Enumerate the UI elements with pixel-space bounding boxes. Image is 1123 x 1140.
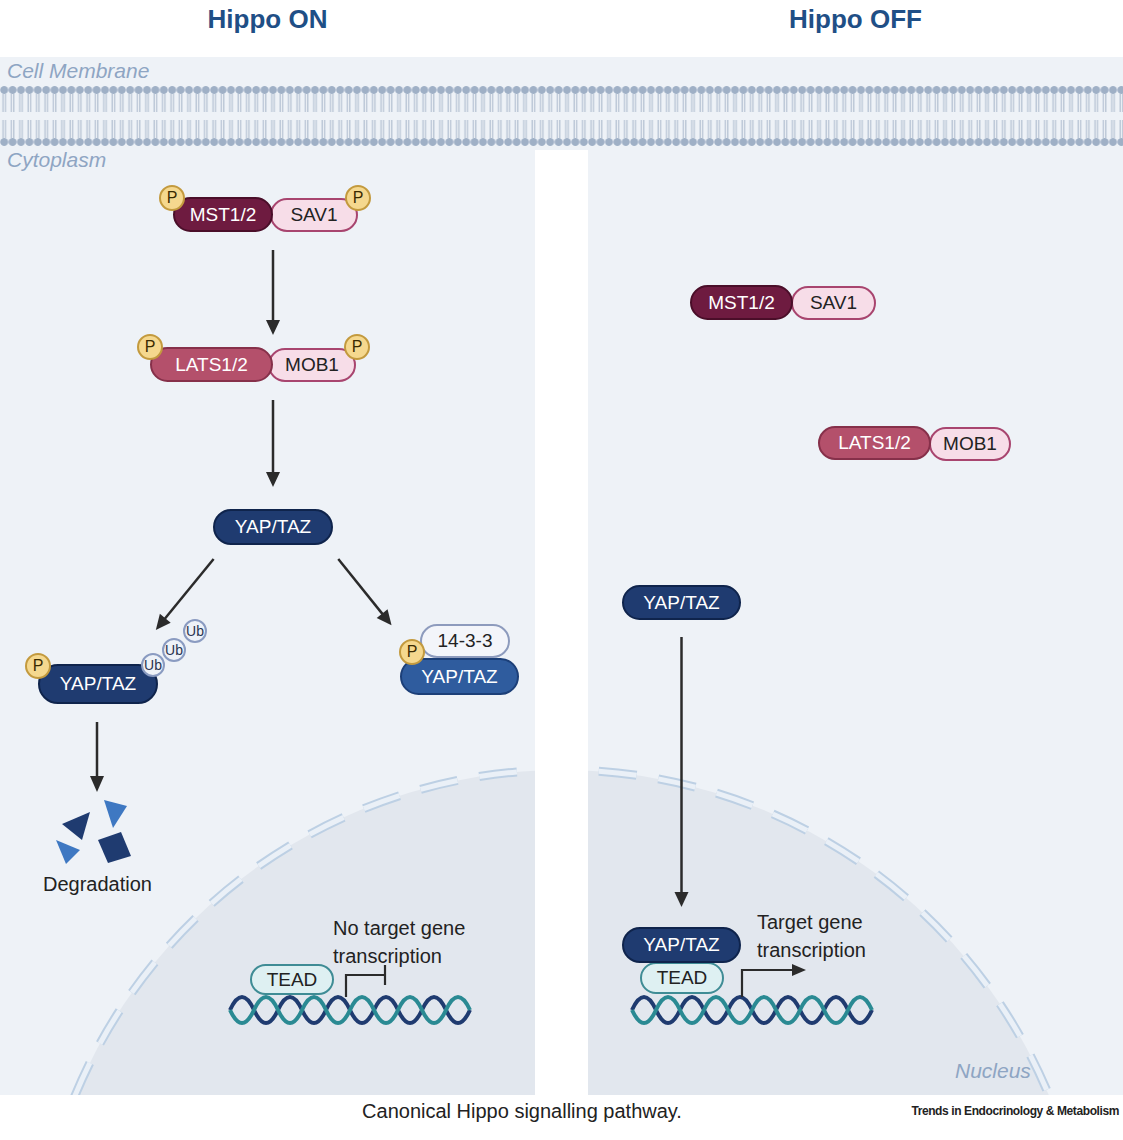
transcription-note: No target gene transcription — [333, 914, 498, 970]
adaptor-pill: MOB1 — [268, 348, 356, 382]
transcription-note: Target gene transcription — [757, 908, 907, 964]
panel-heading: Hippo ON — [0, 3, 535, 35]
signal-arrow — [156, 559, 214, 630]
node-label: TEAD — [657, 967, 708, 989]
dna-left — [230, 997, 470, 1023]
coactivator-pill: YAP/TAZ — [38, 664, 158, 704]
binding-protein-pill: 14-3-3 — [420, 624, 510, 658]
node-label: P — [33, 657, 44, 675]
signal-arrow — [266, 250, 280, 335]
phosphate-circle: P — [137, 334, 163, 360]
panel-heading: Hippo OFF — [588, 3, 1123, 35]
inhibition-symbol — [346, 965, 385, 997]
phosphate-circle: P — [345, 185, 371, 211]
ubiquitin-circle: Ub — [141, 653, 165, 677]
node-label: Ub — [165, 642, 183, 658]
node-label: P — [352, 338, 363, 356]
coactivator-pill: YAP/TAZ — [622, 585, 741, 620]
transcription-factor-pill: TEAD — [640, 962, 724, 994]
adaptor-pill: SAV1 — [270, 198, 358, 232]
node-label: YAP/TAZ — [421, 666, 497, 688]
arrow-line — [680, 637, 683, 894]
arrow-head — [266, 320, 280, 335]
arrow-line — [164, 559, 214, 620]
node-label: SAV1 — [810, 292, 857, 314]
phosphate-circle: P — [399, 639, 425, 665]
node-label: MST1/2 — [708, 292, 775, 314]
phosphate-circle: P — [25, 653, 51, 679]
signal-arrow — [338, 559, 391, 625]
transcription-arrow — [742, 964, 806, 997]
ubiquitin-circle: Ub — [183, 619, 207, 643]
process-label: Degradation — [20, 870, 175, 898]
node-label: Ub — [186, 623, 204, 639]
ubiquitin-circle: Ub — [162, 638, 186, 662]
node-label: P — [407, 643, 418, 661]
signal-arrow — [266, 400, 280, 487]
dna-right — [632, 997, 872, 1023]
node-label: P — [167, 189, 178, 207]
adaptor-pill: SAV1 — [791, 286, 876, 320]
arrow-head — [675, 892, 689, 907]
node-label: YAP/TAZ — [643, 592, 719, 614]
node-label: MOB1 — [285, 354, 339, 376]
region-label: Cell Membrane — [7, 59, 149, 83]
node-label: TEAD — [267, 969, 318, 991]
arrow-line — [272, 250, 275, 322]
node-label: YAP/TAZ — [60, 673, 136, 695]
journal-credit: Trends in Endocrinology & Metabolism — [911, 1104, 1119, 1118]
kinase-pill: LATS1/2 — [150, 347, 273, 382]
phosphate-circle: P — [344, 334, 370, 360]
node-label: P — [145, 338, 156, 356]
adaptor-pill: MOB1 — [929, 427, 1011, 461]
lipid-bilayer — [0, 85, 1123, 147]
node-label: YAP/TAZ — [235, 516, 311, 538]
node-label: MST1/2 — [190, 204, 257, 226]
phosphate-circle: P — [159, 185, 185, 211]
arrow-head — [377, 609, 392, 625]
region-label: Nucleus — [955, 1059, 1031, 1083]
arrow-head — [266, 472, 280, 487]
kinase-pill: MST1/2 — [690, 285, 793, 320]
coactivator-pill: YAP/TAZ — [622, 927, 741, 963]
node-label: MOB1 — [943, 433, 997, 455]
node-label: 14-3-3 — [438, 630, 493, 652]
kinase-pill: LATS1/2 — [818, 426, 931, 460]
figure-caption: Canonical Hippo signalling pathway. — [222, 1097, 822, 1125]
arrow-line — [338, 559, 383, 615]
node-label: LATS1/2 — [838, 432, 911, 454]
region-label: Cytoplasm — [7, 148, 106, 172]
node-label: Ub — [144, 657, 162, 673]
membrane-band — [0, 57, 1123, 150]
signal-arrow — [675, 637, 689, 907]
coactivator-pill: YAP/TAZ — [213, 509, 333, 545]
arrow-head — [156, 614, 171, 630]
arrow-line — [272, 400, 275, 474]
node-label: YAP/TAZ — [643, 934, 719, 956]
node-label: LATS1/2 — [175, 354, 248, 376]
kinase-pill: MST1/2 — [173, 197, 273, 232]
transcription-factor-pill: TEAD — [250, 964, 334, 995]
node-label: P — [353, 189, 364, 207]
node-label: SAV1 — [290, 204, 337, 226]
